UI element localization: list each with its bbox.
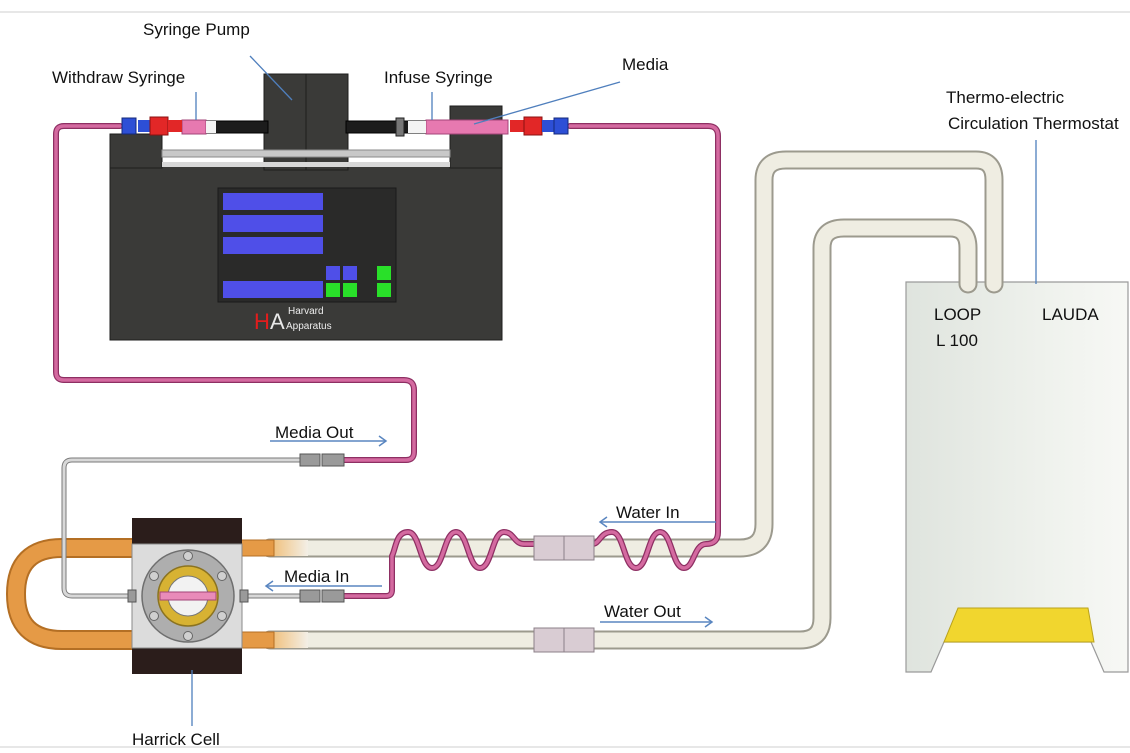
water-lines: [260, 150, 1004, 650]
brand-line1: Harvard: [288, 306, 324, 317]
thermostat-model-line2: L 100: [936, 331, 978, 350]
leader-lines: [191, 55, 1037, 726]
brand-line2: Apparatus: [286, 321, 332, 332]
thermostat-model-line1: LOOP: [934, 305, 981, 324]
flow-arrows: [264, 435, 716, 628]
label-withdraw-syringe: Withdraw Syringe: [52, 68, 185, 87]
label-thermostat-line2: Circulation Thermostat: [948, 114, 1119, 133]
tube-fade-top: [272, 540, 308, 556]
brand-letter-h: H: [254, 309, 270, 334]
label-water-in: Water In: [616, 503, 680, 522]
harrick-cell: [127, 518, 249, 674]
label-media: Media: [622, 55, 669, 74]
thermostat-brand: LAUDA: [1042, 305, 1099, 324]
label-water-out: Water Out: [604, 602, 681, 621]
media-grey-line: [61, 457, 300, 599]
label-thermostat-line1: Thermo-electric: [946, 88, 1065, 107]
water-connectors: [533, 535, 595, 653]
media-connectors: [299, 453, 345, 603]
label-media-out: Media Out: [275, 423, 354, 442]
label-infuse-syringe: Infuse Syringe: [384, 68, 493, 87]
tube-fade-bottom: [272, 632, 308, 648]
label-syringe-pump: Syringe Pump: [143, 20, 250, 39]
cell-loop: [5, 538, 275, 650]
heater-pad: [943, 607, 1095, 643]
label-harrick-cell: Harrick Cell: [132, 730, 220, 749]
brand-letter-a: A: [270, 309, 285, 334]
pump-display: [223, 193, 357, 298]
label-media-in: Media In: [284, 567, 349, 586]
thermostat-unit: [905, 281, 1129, 673]
syringe-pump: H A Harvard Apparatus: [109, 73, 569, 341]
